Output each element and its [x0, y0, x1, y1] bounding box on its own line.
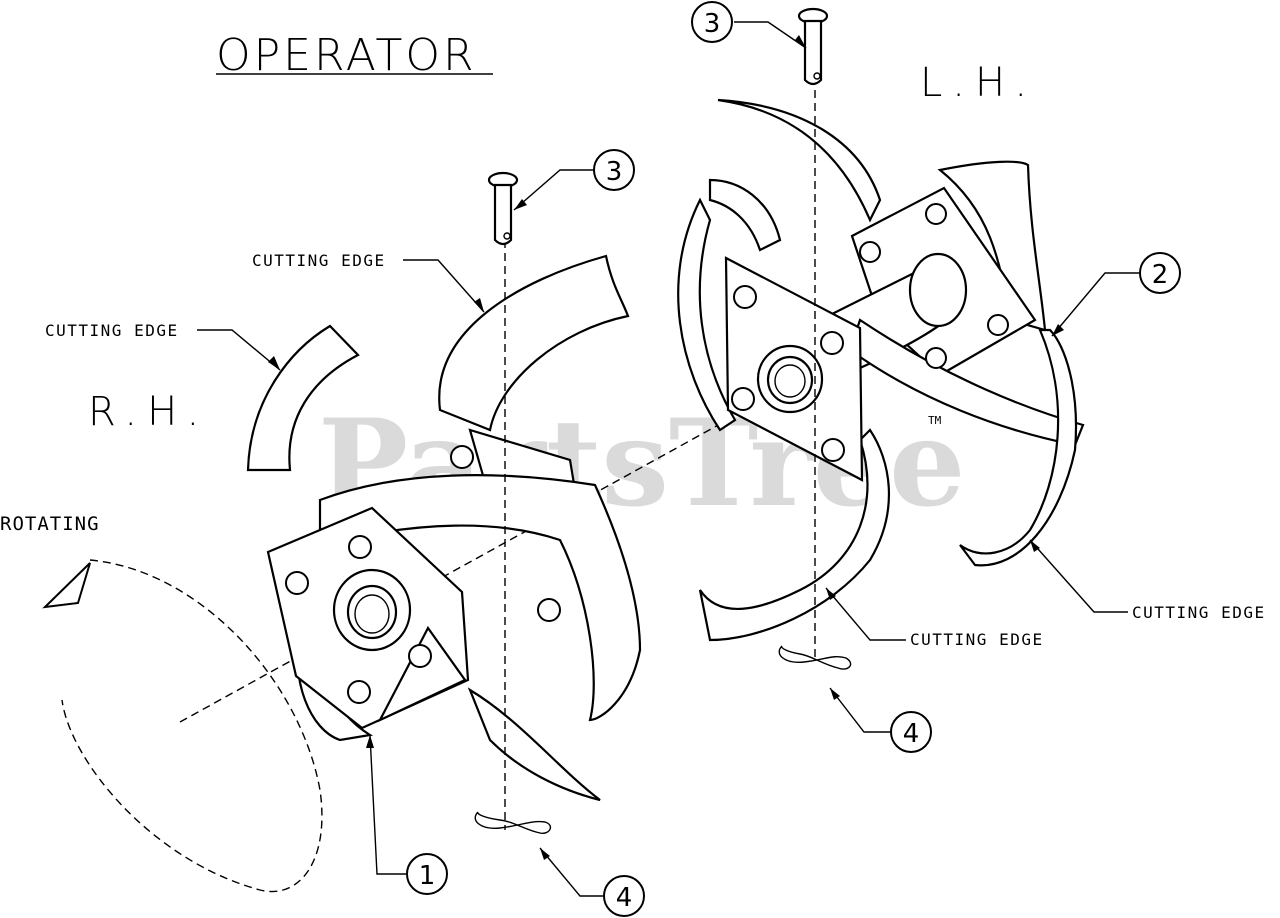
callout-4: 4	[890, 711, 932, 753]
watermark-tm: TM	[928, 414, 942, 427]
callout-number: 2	[1152, 260, 1169, 290]
rh-tine-assembly	[246, 240, 642, 830]
cutting-edge-label: CUTTING EDGE	[1132, 603, 1266, 622]
cutting-edge-label: CUTTING EDGE	[910, 630, 1044, 649]
lh-tine-assembly	[677, 90, 1085, 660]
callout-3: 3	[593, 149, 635, 191]
callout-4: 4	[603, 875, 645, 917]
callout-number: 1	[419, 861, 436, 891]
cutting-edge-label: CUTTING EDGE	[45, 321, 179, 340]
shaft-centerline	[179, 401, 761, 723]
callout-number: 4	[616, 883, 633, 913]
clevis-pin-lh	[797, 7, 829, 86]
callout-number: 3	[606, 157, 623, 187]
rotating-label: ROTATING	[0, 513, 100, 535]
lh-label: L.H.	[920, 60, 1037, 106]
rh-label: R.H.	[88, 389, 209, 435]
callout-2: 2	[1139, 252, 1181, 294]
rotation-arc	[61, 559, 323, 893]
callout-number: 4	[903, 719, 920, 749]
cutting-edge-label: CUTTING EDGE	[252, 251, 386, 270]
callout-1: 1	[406, 853, 448, 895]
callout-3: 3	[691, 1, 733, 43]
clevis-pin-rh	[487, 171, 519, 246]
rotation-arrow-icon	[42, 562, 91, 609]
leader-lines	[197, 21, 1140, 897]
callout-number: 3	[704, 9, 721, 39]
diagram-title: OPERATOR	[216, 30, 477, 81]
hairpin-clip-rh	[474, 811, 552, 834]
hairpin-clip-lh	[778, 645, 852, 670]
